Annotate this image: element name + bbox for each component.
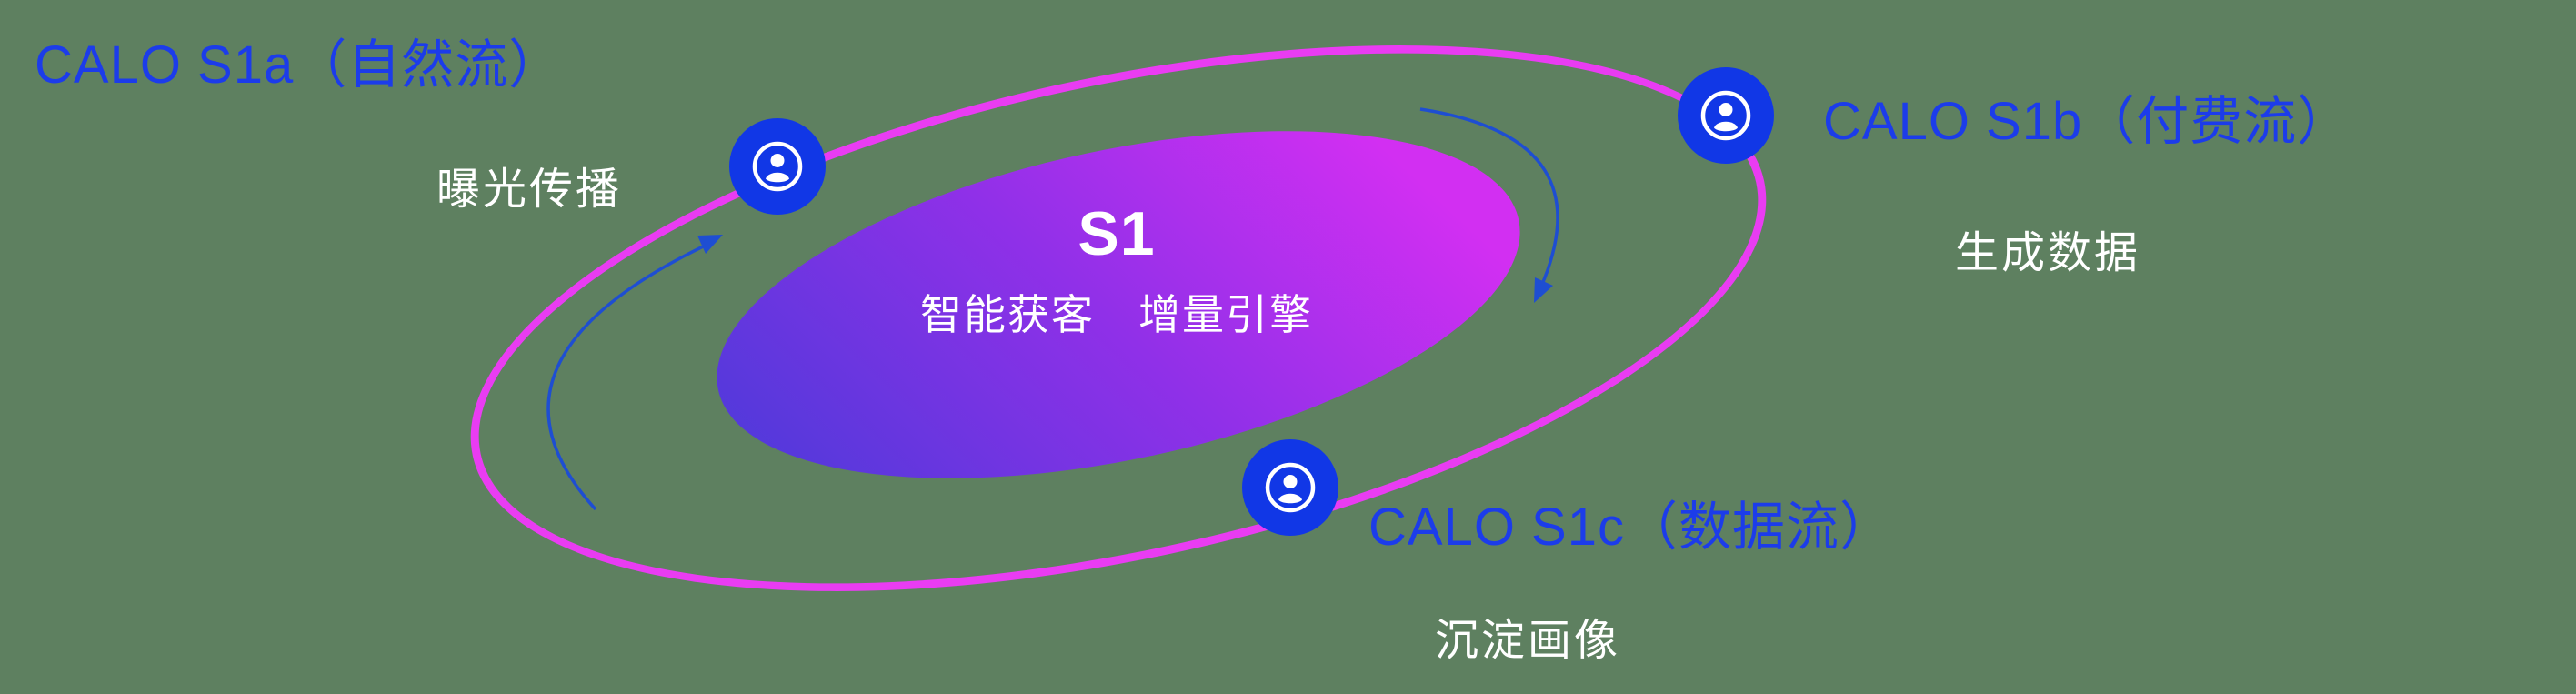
label-s1b-subtitle: 生成数据 bbox=[1955, 229, 2141, 277]
core-title: S1 bbox=[1078, 199, 1156, 268]
user-icon bbox=[1700, 90, 1751, 141]
core-label-group: S1 智能获客 增量引擎 bbox=[844, 198, 1389, 342]
label-s1c-title: CALO S1c（数据流） bbox=[1368, 498, 1893, 557]
node-s1b bbox=[1678, 67, 1774, 164]
user-icon bbox=[1265, 462, 1316, 513]
label-s1a-subtitle: 曝光传播 bbox=[436, 166, 623, 214]
user-icon bbox=[752, 141, 803, 192]
label-s1c-subtitle: 沉淀画像 bbox=[1435, 617, 1621, 665]
core-subtitle: 智能获客 增量引擎 bbox=[920, 291, 1313, 338]
label-s1b-title: CALO S1b（付费流） bbox=[1823, 92, 2351, 151]
node-s1c bbox=[1242, 439, 1338, 536]
label-s1a-title: CALO S1a（自然流） bbox=[35, 35, 563, 95]
node-s1a bbox=[729, 118, 826, 215]
